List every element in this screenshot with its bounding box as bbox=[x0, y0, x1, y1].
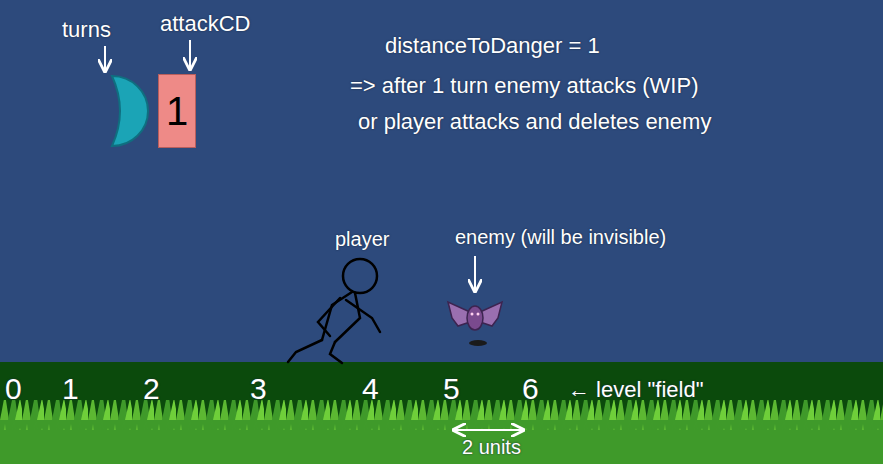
annotation-arrow bbox=[104, 46, 106, 70]
field-index: 1 bbox=[62, 372, 79, 405]
field-index: 3 bbox=[250, 372, 267, 405]
field-index: 4 bbox=[362, 372, 379, 405]
field-index: 2 bbox=[143, 372, 160, 405]
annotation-arrow bbox=[474, 256, 476, 290]
field-index: 5 bbox=[443, 372, 460, 405]
annotation: player bbox=[335, 228, 389, 250]
field-index: 0 bbox=[5, 372, 22, 405]
note: => after 1 turn enemy attacks (WIP) bbox=[350, 74, 698, 98]
cooldown-value: 1 bbox=[166, 91, 188, 131]
annotation: turns bbox=[62, 18, 111, 42]
field-index: 6 bbox=[522, 372, 539, 405]
ground-band bbox=[0, 362, 883, 464]
annotation: attackCD bbox=[160, 12, 250, 36]
dimension-label: 2 units bbox=[462, 436, 521, 458]
dimension-arrow bbox=[455, 429, 522, 431]
annotation: enemy (will be invisible) bbox=[455, 226, 666, 248]
annotation: ← level "field" bbox=[568, 378, 703, 402]
player-figure bbox=[288, 259, 380, 363]
enemy-bat bbox=[448, 302, 502, 346]
note: distanceToDanger = 1 bbox=[385, 34, 600, 58]
turns-indicator bbox=[112, 76, 148, 146]
grass-blades bbox=[0, 400, 883, 430]
note: or player attacks and deletes enemy bbox=[358, 110, 711, 134]
annotation-arrow bbox=[189, 40, 191, 68]
attack-cooldown-box: 1 bbox=[158, 74, 196, 148]
